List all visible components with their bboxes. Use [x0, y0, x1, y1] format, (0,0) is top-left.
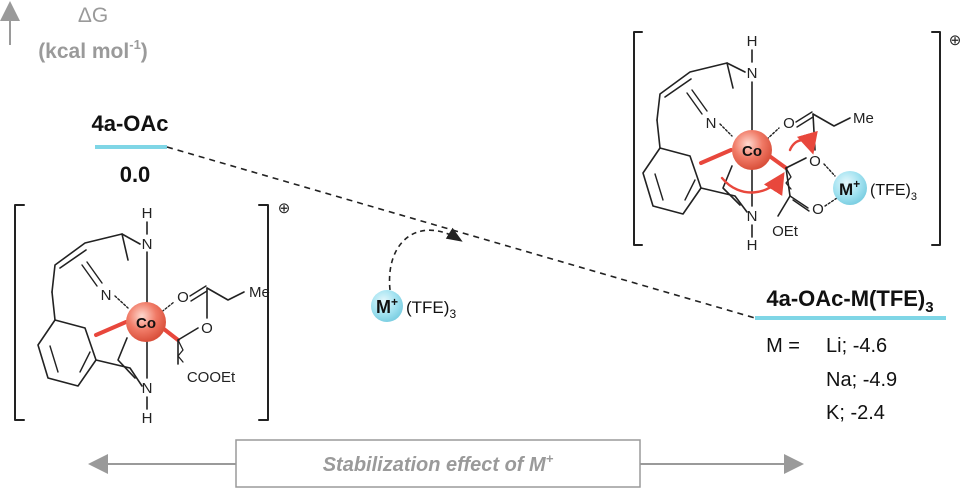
start-state: 4a-OAc 0.0	[91, 111, 168, 187]
nh-top-n-left: N	[142, 236, 153, 253]
reagent-ligand: (TFE)3	[406, 298, 456, 321]
nh-top-h-right: H	[747, 33, 758, 50]
complex-right: ⊕ H N N N H O Me O	[633, 31, 962, 254]
start-state-name: 4a-OAc	[91, 111, 168, 136]
o-ester-right: O	[812, 201, 824, 218]
o-carbonyl-left: O	[177, 289, 189, 306]
methyl-left: Me	[249, 284, 270, 301]
reagent-metal-sphere	[371, 290, 403, 322]
stabilization-banner: Stabilization effect of M+	[88, 439, 804, 488]
o-carbonyl-right: O	[783, 115, 795, 132]
start-state-energy: 0.0	[120, 162, 151, 187]
complex-left: ⊕ H N N N H O Me O	[14, 200, 291, 427]
axis-unit: (kcal mol-1)	[38, 37, 148, 63]
metal-entry-na: Na; -4.9	[826, 369, 897, 391]
cobalt-sphere-right	[732, 130, 772, 170]
o-ether-right: O	[809, 153, 821, 170]
imine-n-right: N	[706, 115, 717, 132]
reagent-approach-arrow	[388, 227, 463, 291]
banner-box	[235, 439, 641, 488]
reagent: M+ (TFE)3	[371, 227, 463, 322]
nh-bot-n-right: N	[747, 208, 758, 225]
reagent-metal: M+	[376, 295, 398, 317]
nh-bot-h-right: H	[747, 237, 758, 254]
bracket-right-close	[931, 31, 941, 246]
charge-right: ⊕	[949, 32, 962, 49]
oet-right: OEt	[772, 223, 799, 240]
bracket-left-close	[258, 204, 269, 421]
electron-arrow-2	[788, 130, 818, 155]
electron-arrow-1	[720, 171, 785, 196]
nh-top-h-left: H	[142, 205, 153, 222]
cobalt-label-left: Co	[136, 315, 156, 332]
o-ether-left: O	[201, 320, 213, 337]
axis-symbol: ΔG	[78, 4, 108, 27]
metal-ligand-right: (TFE)3	[870, 182, 917, 203]
imine-n-left: N	[101, 287, 112, 304]
end-state: 4a-OAc-M(TFE)3 M = Li; -4.6 Na; -4.9 K; …	[755, 286, 946, 424]
metal-entry-k: K; -2.4	[826, 402, 885, 424]
metal-entry-li: Li; -4.6	[826, 335, 887, 357]
nh-bot-h-left: H	[142, 410, 153, 427]
methyl-right: Me	[853, 110, 874, 127]
metal-cation-sphere-right	[833, 171, 867, 205]
metal-cation-right: M+	[839, 177, 860, 199]
reaction-path-line	[166, 146, 756, 319]
cobalt-sphere-left	[126, 302, 166, 342]
cobalt-label-right: Co	[742, 143, 762, 160]
bracket-right-open	[633, 31, 643, 246]
bracket-left-open	[14, 204, 25, 421]
energy-axis: ΔG (kcal mol-1)	[0, 1, 148, 63]
end-state-metal-label: M =	[766, 335, 800, 357]
nh-top-n-right: N	[747, 65, 758, 82]
nh-bot-n-left: N	[142, 380, 153, 397]
end-state-name: 4a-OAc-M(TFE)3	[766, 286, 933, 316]
ester-left: COOEt	[187, 369, 236, 386]
banner-text: Stabilization effect of M+	[323, 451, 554, 476]
end-state-metal-list: Li; -4.6 Na; -4.9 K; -2.4	[826, 335, 897, 424]
charge-left: ⊕	[278, 200, 291, 217]
